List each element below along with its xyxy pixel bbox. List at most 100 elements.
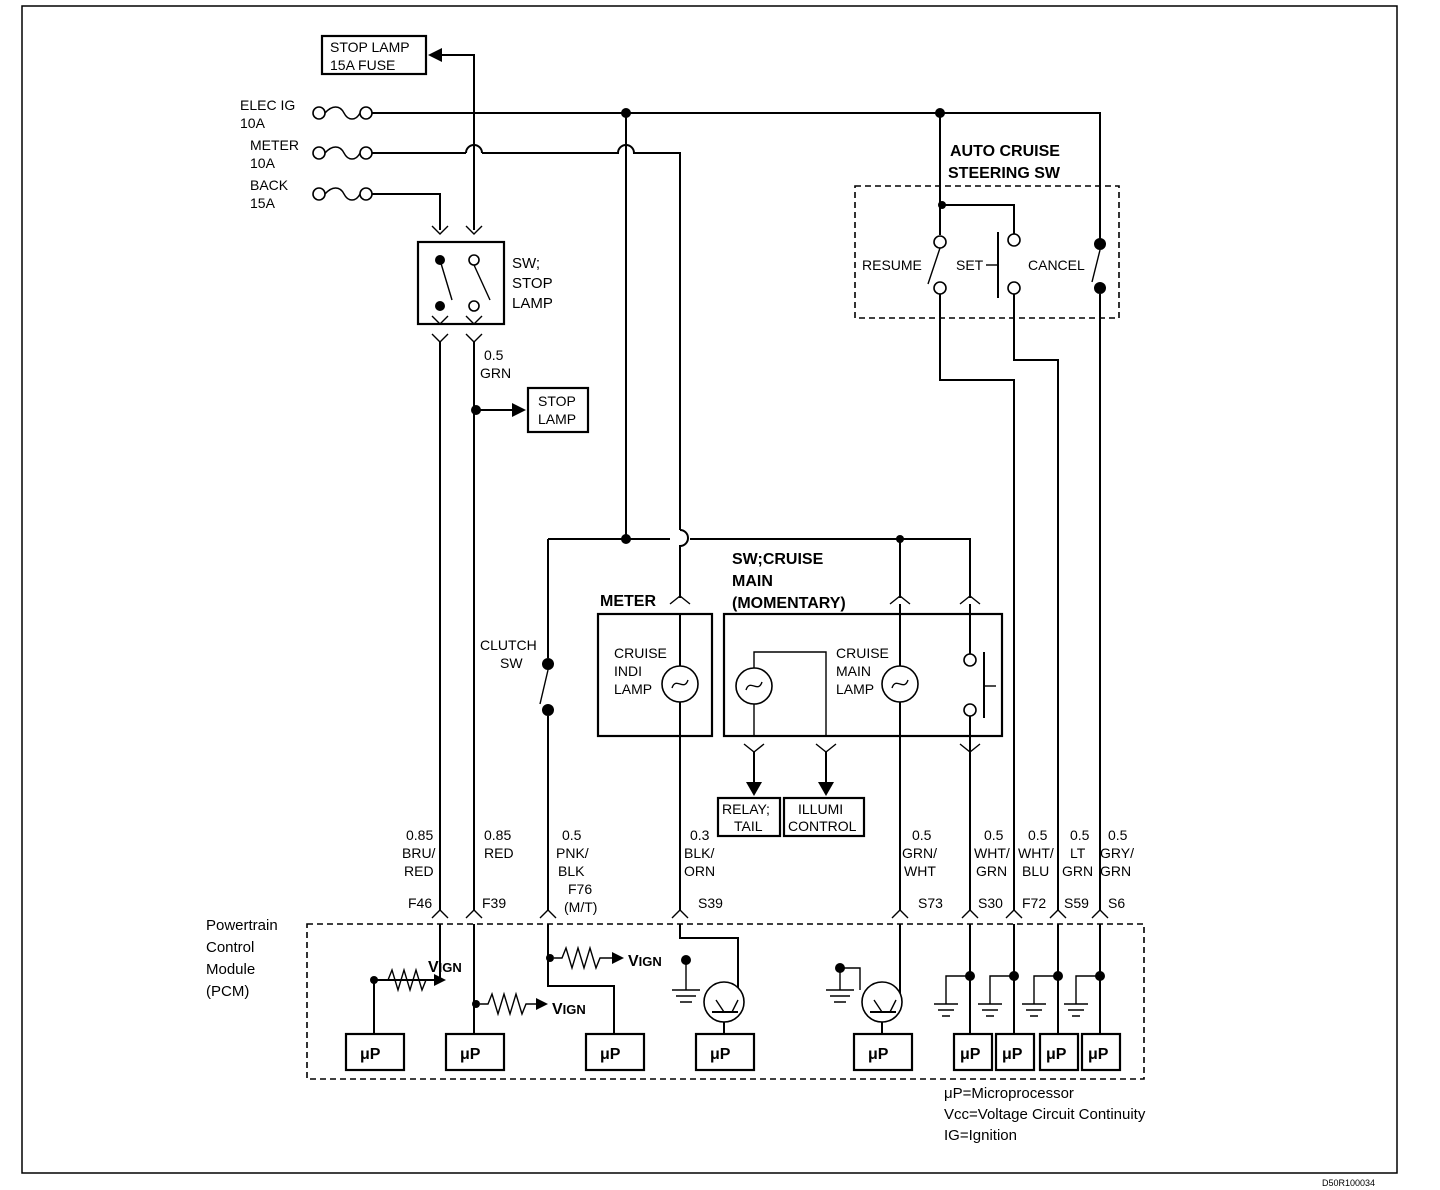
back-fuse: BACK 15A (250, 177, 373, 211)
wire-f76-color-1: PNK/ (556, 845, 589, 861)
svg-text:μP: μP (868, 1046, 889, 1063)
auto-cruise-title-2: STEERING SW (948, 165, 1061, 182)
legend-vcc: Vcc=Voltage Circuit Continuity (944, 1106, 1146, 1123)
microprocessor-9: μP (1080, 1032, 1122, 1072)
wire-s73-size: 0.5 (912, 827, 932, 843)
elec-ig-fuse: ELEC IG 10A (240, 97, 373, 131)
vign-3: VIGN (628, 953, 662, 970)
elec-ig-label: ELEC IG (240, 97, 295, 113)
wire-s39-color-2: ORN (684, 863, 715, 879)
illumi-control-box: ILLUMI CONTROL (782, 796, 866, 838)
pcm-label-2: Control (206, 939, 254, 956)
legend: μP=Microprocessor Vcc=Voltage Circuit Co… (944, 1085, 1146, 1144)
svg-text:μP: μP (460, 1046, 481, 1063)
wire-f72-size: 0.5 (1028, 827, 1048, 843)
relay-tail-label-1: RELAY; (722, 801, 770, 817)
wire-f76-pin-note: (M/T) (564, 899, 597, 915)
back-fuse-label: BACK (250, 177, 289, 193)
cruise-main-title-1: SW;CRUISE (732, 551, 824, 568)
svg-text:μP: μP (710, 1046, 731, 1063)
wire-labels: 0.85 BRU/ RED F46 0.85 RED F39 0.5 PNK/ … (402, 827, 1134, 915)
wire-f76-size: 0.5 (562, 827, 582, 843)
microprocessor-7: μP (994, 1032, 1036, 1072)
meter-title: METER (600, 593, 656, 610)
cancel-label: CANCEL (1028, 257, 1085, 273)
wire-s73-pin: S73 (918, 895, 943, 911)
wire-s73-color-2: WHT (904, 863, 936, 879)
microprocessor-6: μP (952, 1032, 994, 1072)
relay-tail-label-2: TAIL (734, 818, 763, 834)
wire-f39-color-1: RED (484, 845, 514, 861)
wire-s6-color-2: GRN (1100, 863, 1131, 879)
stop-lamp-fuse-box: STOP LAMP 15A FUSE (320, 34, 428, 76)
cruise-main-title-3: (MOMENTARY) (732, 595, 846, 612)
wire-s6-color-1: GRY/ (1100, 845, 1134, 861)
pcm-module: Powertrain Control Module (PCM) VIGN VIG… (206, 917, 1145, 1080)
auto-cruise-steering-switch: AUTO CRUISE STEERING SW RESUME SET CANCE… (854, 113, 1120, 319)
svg-text:μP: μP (960, 1046, 981, 1063)
resume-label: RESUME (862, 257, 922, 273)
microprocessor-8: μP (1038, 1032, 1080, 1072)
meter-fuse-label: METER (250, 137, 299, 153)
wire-s39-color-1: BLK/ (684, 845, 714, 861)
wire-f76-pin: F76 (568, 881, 592, 897)
clutch-switch: CLUTCH SW (480, 637, 554, 716)
microprocessor-2: μP (444, 1032, 506, 1072)
cruise-main-title-2: MAIN (732, 573, 773, 590)
wire-f46-color-1: BRU/ (402, 845, 436, 861)
stop-lamp-switch-label-3: LAMP (512, 295, 553, 312)
microprocessor-1: μP (344, 1032, 406, 1072)
auto-cruise-title-1: AUTO CRUISE (950, 143, 1060, 160)
cruise-indi-lamp-label-3: LAMP (614, 681, 652, 697)
meter-block: METER CRUISE INDI LAMP (596, 593, 714, 910)
wire-f39-size: 0.85 (484, 827, 511, 843)
wire-f72-color-2: BLU (1022, 863, 1049, 879)
wire-s59-color-1: LT (1070, 845, 1086, 861)
wire-s73-color-1: GRN/ (902, 845, 937, 861)
vign-2: VIGN (552, 1001, 586, 1018)
stop-lamp-box-label-1: STOP (538, 393, 576, 409)
stop-lamp-fuse-label-2: 15A FUSE (330, 57, 395, 73)
wire-f39-pin: F39 (482, 895, 506, 911)
pcm-label-3: Module (206, 961, 255, 978)
wire-s59-size: 0.5 (1070, 827, 1090, 843)
wire-s6-size: 0.5 (1108, 827, 1128, 843)
meter-fuse-amps: 10A (250, 155, 276, 171)
vign-1: VIGN (428, 959, 462, 976)
stop-lamp-box: STOP LAMP (526, 386, 590, 434)
stop-lamp-wire-color: GRN (480, 365, 511, 381)
meter-fuse: METER 10A (250, 137, 373, 171)
microprocessor-5: μP (852, 1032, 914, 1072)
svg-text:μP: μP (1002, 1046, 1023, 1063)
svg-text:μP: μP (1088, 1046, 1109, 1063)
wire-f46-color-2: RED (404, 863, 434, 879)
wire-s30-pin: S30 (978, 895, 1003, 911)
svg-text:μP: μP (600, 1046, 621, 1063)
stop-lamp-switch: SW; STOP LAMP (416, 225, 553, 343)
clutch-switch-label-1: CLUTCH (480, 637, 537, 653)
wire-s6-pin: S6 (1108, 895, 1125, 911)
set-label: SET (956, 257, 984, 273)
wire-s59-pin: S59 (1064, 895, 1089, 911)
stop-lamp-switch-label-2: STOP (512, 275, 553, 292)
wire-s39-pin: S39 (698, 895, 723, 911)
wire-s59-color-2: GRN (1062, 863, 1093, 879)
stop-lamp-switch-label-1: SW; (512, 255, 540, 272)
svg-text:μP: μP (1046, 1046, 1067, 1063)
cruise-main-lamp-label-3: LAMP (836, 681, 874, 697)
illumi-label-1: ILLUMI (798, 801, 843, 817)
wire-f46-pin: F46 (408, 895, 432, 911)
wire-f72-color-1: WHT/ (1018, 845, 1054, 861)
cruise-main-switch-block: SW;CRUISE MAIN (MOMENTARY) CRUISE MAIN L… (722, 551, 1004, 910)
microprocessor-3: μP (584, 1032, 646, 1072)
wire-f46-size: 0.85 (406, 827, 433, 843)
cruise-indi-lamp-label-1: CRUISE (614, 645, 667, 661)
stop-lamp-wire-size: 0.5 (484, 347, 504, 363)
legend-microprocessor: μP=Microprocessor (944, 1085, 1074, 1102)
microprocessor-4: μP (694, 1032, 756, 1072)
elec-ig-amps: 10A (240, 115, 266, 131)
back-fuse-amps: 15A (250, 195, 276, 211)
cruise-main-lamp-label-2: MAIN (836, 663, 871, 679)
page-frame (21, 5, 1398, 1174)
